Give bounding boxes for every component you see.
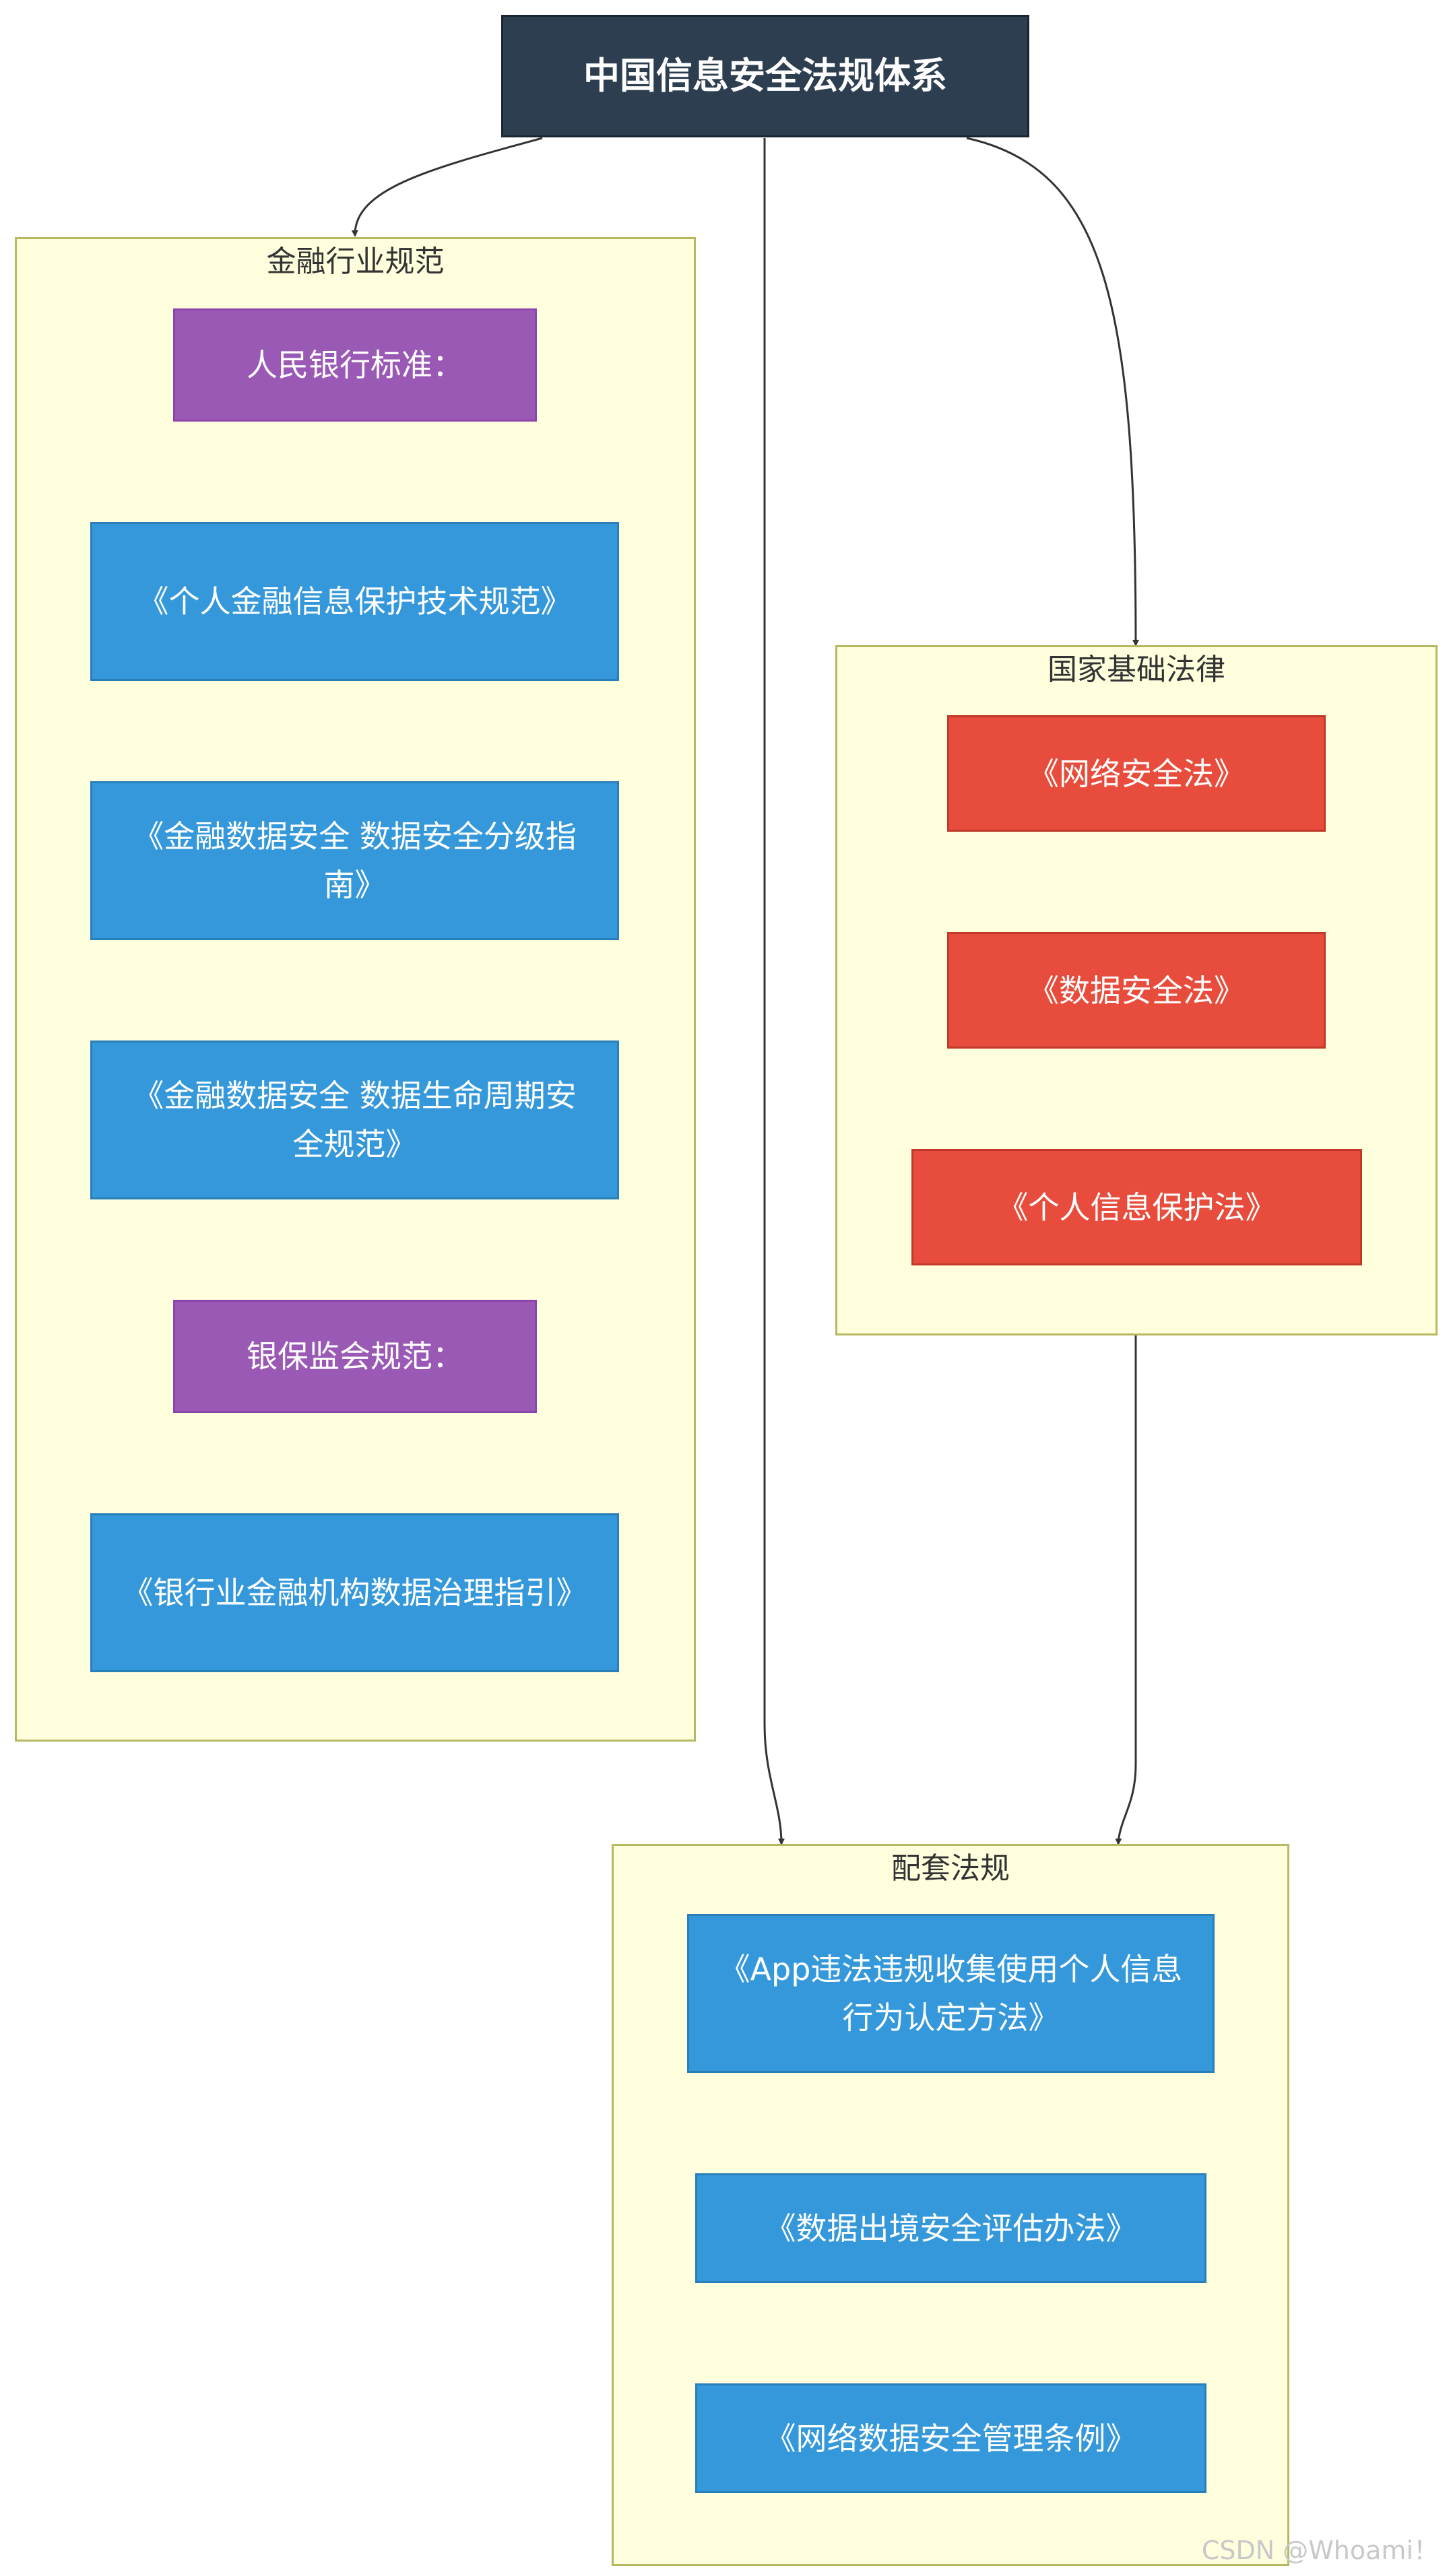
node-reg3-text: 《网络数据安全管理条例》 (765, 2420, 1137, 2457)
node-network-data-regulation: 《网络数据安全管理条例》 (695, 2383, 1206, 2493)
watermark: CSDN @Whoami！ (1201, 2536, 1439, 2565)
node-bank-data-governance: 《银行业金融机构数据治理指引》 (90, 1513, 619, 1672)
node-reg2-text: 《数据出境安全评估办法》 (765, 2210, 1137, 2247)
edge-root-to-supporting (763, 138, 785, 1845)
node-financial-data-lifecycle: 《金融数据安全 数据生命周期安全规范》 (90, 1041, 619, 1199)
node-cybersecurity-law: 《网络安全法》 (947, 715, 1326, 832)
node-pboc-label: 人民银行标准： (173, 308, 537, 422)
edge-national-to-supporting (1115, 1335, 1137, 1845)
node-cross-border-assessment: 《数据出境安全评估办法》 (695, 2173, 1206, 2283)
node-doc3-text: 《金融数据安全 数据生命周期安全规范》 (133, 1078, 577, 1162)
node-law1-text: 《网络安全法》 (1028, 755, 1245, 792)
node-doc1-text: 《个人金融信息保护技术规范》 (137, 583, 572, 620)
group-finance-title: 金融行业规范 (266, 244, 445, 279)
edge-root-to-national (966, 137, 1139, 647)
group-finance: 金融行业规范 (15, 237, 696, 1742)
node-pboc-label-text: 人民银行标准： (247, 347, 463, 383)
node-law3-text: 《个人信息保护法》 (997, 1189, 1277, 1226)
group-national-title: 国家基础法律 (1047, 653, 1225, 687)
node-app-violation-method: 《App违法违规收集使用个人信息行为认定方法》 (687, 1914, 1215, 2073)
root-title: 中国信息安全法规体系 (583, 55, 947, 97)
node-reg1-text: 《App违法违规收集使用个人信息行为认定方法》 (719, 1951, 1183, 2036)
node-pipl: 《个人信息保护法》 (911, 1149, 1362, 1265)
node-data-security-law: 《数据安全法》 (947, 932, 1326, 1049)
node-personal-financial-info-spec: 《个人金融信息保护技术规范》 (90, 522, 619, 681)
node-financial-data-classification: 《金融数据安全 数据安全分级指南》 (90, 781, 619, 940)
node-cbirc-label-text: 银保监会规范： (247, 1338, 463, 1375)
node-doc2-text: 《金融数据安全 数据安全分级指南》 (133, 818, 577, 903)
edge-root-to-finance (351, 137, 543, 237)
root-node: 中国信息安全法规体系 (501, 15, 1029, 137)
group-supporting-title: 配套法规 (891, 1851, 1010, 1886)
node-law2-text: 《数据安全法》 (1028, 972, 1245, 1009)
node-cbirc-label: 银保监会规范： (173, 1300, 537, 1413)
node-doc4-text: 《银行业金融机构数据治理指引》 (122, 1575, 587, 1611)
